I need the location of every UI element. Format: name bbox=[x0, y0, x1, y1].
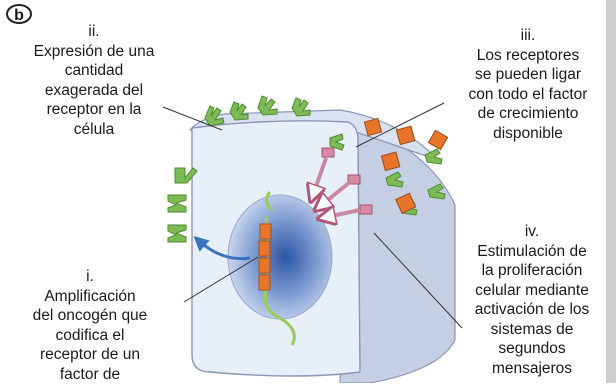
growth-factor bbox=[381, 152, 399, 170]
label-i-line: del oncogén que bbox=[0, 306, 180, 326]
label-i-line: Amplificación bbox=[0, 287, 180, 307]
receptor bbox=[168, 195, 186, 212]
label-i-line: factor de bbox=[0, 365, 180, 384]
oncogene-copy bbox=[259, 275, 270, 290]
second-messenger bbox=[322, 148, 334, 157]
oncogene-copy bbox=[259, 241, 270, 256]
label-i: i. Amplificación del oncogén que codific… bbox=[0, 267, 180, 384]
label-ii-line: cantidad bbox=[4, 61, 184, 81]
label-iv-line: sistemas de bbox=[452, 320, 612, 340]
receptor bbox=[258, 96, 277, 115]
label-iii-line: Los receptores bbox=[436, 46, 616, 66]
second-messenger bbox=[360, 205, 372, 214]
label-iv-line: segundos bbox=[452, 339, 612, 359]
label-iv: iv. Estimulación de la proliferación cel… bbox=[452, 222, 612, 378]
label-ii: ii. Expresión de una cantidad exagerada … bbox=[4, 22, 184, 139]
label-iii-line: iii. bbox=[436, 26, 616, 46]
label-iv-line: iv. bbox=[452, 222, 612, 242]
growth-factor bbox=[396, 126, 414, 144]
label-i-line: receptor de un bbox=[0, 345, 180, 365]
label-iii-line: se pueden ligar bbox=[436, 65, 616, 85]
label-ii-line: exagerada del bbox=[4, 81, 184, 101]
label-iv-line: Estimulación de bbox=[452, 242, 612, 262]
label-iv-line: celular mediante bbox=[452, 281, 612, 301]
label-ii-line: célula bbox=[4, 120, 184, 140]
label-ii-line: receptor en la bbox=[4, 100, 184, 120]
oncogene-copy bbox=[260, 224, 271, 239]
oncogene-copy bbox=[259, 258, 270, 273]
receptor bbox=[168, 225, 186, 242]
label-ii-line: ii. bbox=[4, 22, 184, 42]
label-ii-line: Expresión de una bbox=[4, 42, 184, 62]
label-iii: iii. Los receptores se pueden ligar con … bbox=[436, 26, 616, 143]
growth-factor bbox=[364, 118, 381, 135]
label-i-line: codifica el bbox=[0, 326, 180, 346]
label-iii-line: de crecimiento bbox=[436, 104, 616, 124]
label-i-line: i. bbox=[0, 267, 180, 287]
label-iii-line: con todo el factor bbox=[436, 85, 616, 105]
label-iv-line: mensajeros bbox=[452, 359, 612, 379]
nucleus bbox=[228, 195, 332, 319]
label-iv-line: la proliferación bbox=[452, 261, 612, 281]
label-iv-line: activación de los bbox=[452, 300, 612, 320]
panel-label-badge: b bbox=[6, 4, 32, 24]
label-iii-line: disponible bbox=[436, 124, 616, 144]
